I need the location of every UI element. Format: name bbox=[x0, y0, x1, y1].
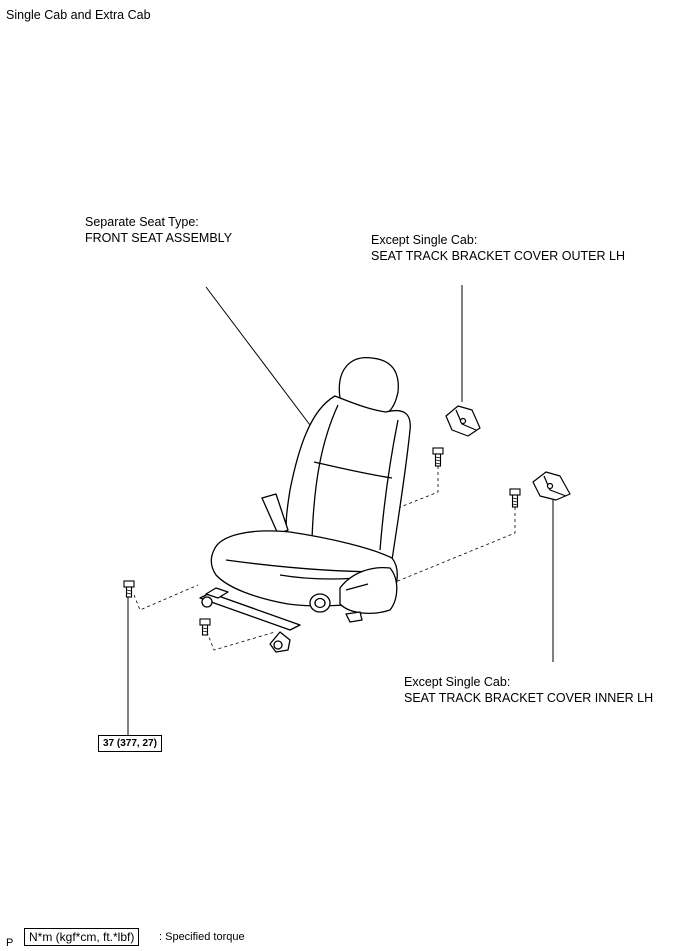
dash-line-inner-bolt bbox=[387, 507, 516, 586]
label-seat-condition: Separate Seat Type: bbox=[85, 215, 199, 229]
page-title: Single Cab and Extra Cab bbox=[6, 8, 151, 22]
leader-seat bbox=[205, 286, 311, 426]
seat-back-seam-mid bbox=[313, 461, 393, 479]
bolt-front-left bbox=[123, 580, 135, 598]
bolt-lower bbox=[199, 618, 211, 636]
front-seat-assembly bbox=[199, 357, 411, 653]
torque-spec-box: 37 (377, 27) bbox=[98, 735, 162, 752]
legend-marker: P bbox=[6, 937, 14, 949]
recliner-lever bbox=[345, 583, 369, 591]
label-outer-part: SEAT TRACK BRACKET COVER OUTER LH bbox=[371, 249, 625, 263]
bolt-rear-top bbox=[432, 447, 444, 467]
outer-bracket-cover bbox=[445, 405, 481, 437]
dash-line-rear-bolt bbox=[397, 466, 439, 509]
legend-unit-box: N*m (kgf*cm, ft.*lbf) bbox=[24, 928, 140, 946]
track-bolt-hole-front bbox=[201, 596, 213, 608]
label-seat-part: FRONT SEAT ASSEMBLY bbox=[85, 231, 233, 245]
track-foot-front-left bbox=[205, 587, 229, 599]
track-bolt-hole-rear bbox=[273, 640, 283, 650]
dash-line-lower-bolt bbox=[206, 631, 276, 651]
legend-description: : Specified torque bbox=[159, 931, 245, 943]
seat-belt-buckle bbox=[261, 493, 289, 535]
track-foot-right bbox=[345, 611, 363, 623]
label-inner-part: SEAT TRACK BRACKET COVER INNER LH bbox=[404, 691, 654, 705]
adjust-knob-center bbox=[314, 597, 326, 609]
label-outer-condition: Except Single Cab: bbox=[371, 233, 478, 247]
dash-line-front-bolt bbox=[133, 584, 199, 611]
bolt-inner-top bbox=[509, 488, 521, 508]
label-inner-condition: Except Single Cab: bbox=[404, 675, 511, 689]
seat-back-seam-right bbox=[379, 419, 399, 551]
inner-bracket-cover bbox=[532, 471, 571, 501]
